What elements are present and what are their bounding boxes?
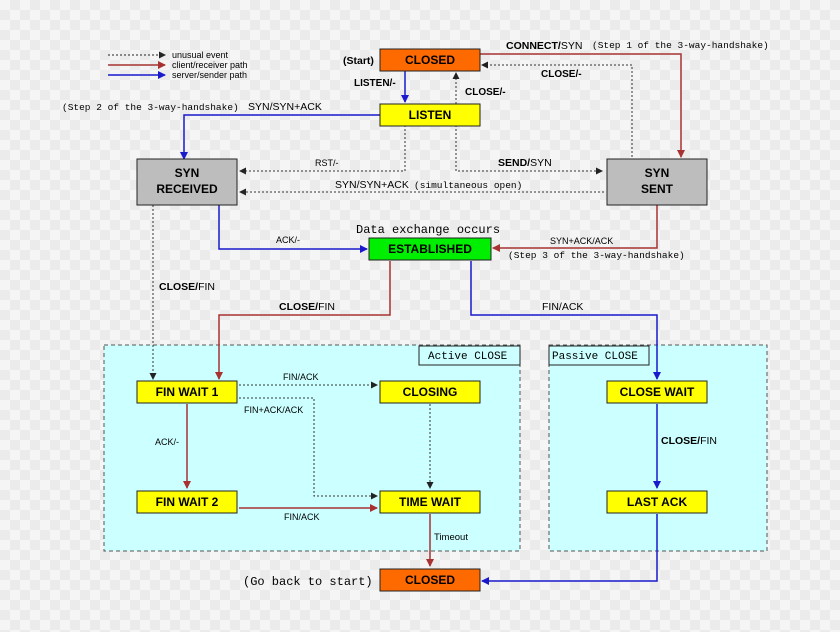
- state-closed-top: CLOSED: [379, 48, 481, 72]
- simultaneous-annotation: (simultaneous open): [414, 180, 522, 191]
- state-established-label: ESTABLISHED: [388, 242, 472, 256]
- state-time-wait: TIME WAIT: [379, 490, 481, 514]
- legend: unusual event client/receiver path serve…: [108, 50, 248, 80]
- label-connect-syn: CONNECT/SYN: [506, 40, 582, 52]
- legend-unusual-label: unusual event: [172, 50, 229, 60]
- label-close-fin-cw: CLOSE/FIN: [661, 435, 717, 447]
- state-closed-bottom-label: CLOSED: [405, 573, 455, 587]
- label-finack-ack: FIN+ACK/ACK: [244, 405, 303, 415]
- passive-close-label: Passive CLOSE: [552, 351, 638, 363]
- legend-server-label: server/sender path: [172, 70, 247, 80]
- arrow-close-fin-est: [215, 261, 391, 380]
- data-exchange-annotation: Data exchange occurs: [356, 223, 500, 237]
- label-fin-ack-est: FIN/ACK: [542, 301, 583, 313]
- label-fin-ack-fw1: FIN/ACK: [283, 372, 319, 382]
- label-close-fin-est: CLOSE/FIN: [279, 301, 335, 313]
- label-send-syn: SEND/SYN: [498, 157, 552, 169]
- state-syn-received-line2: RECEIVED: [156, 182, 218, 196]
- label-simultaneous: SYN/SYN+ACK: [335, 179, 409, 191]
- state-close-wait-label: CLOSE WAIT: [620, 385, 695, 399]
- state-closed-top-label: CLOSED: [405, 53, 455, 67]
- state-fin-wait-2: FIN WAIT 2: [136, 490, 238, 514]
- state-fin-wait-1: FIN WAIT 1: [136, 380, 238, 404]
- label-fin-ack-fw2: FIN/ACK: [284, 512, 320, 522]
- state-syn-sent: SYN SENT: [606, 158, 708, 206]
- state-syn-sent-line1: SYN: [645, 166, 670, 180]
- state-syn-received-line1: SYN: [175, 166, 200, 180]
- go-back-annotation: (Go back to start): [243, 575, 373, 589]
- passive-close-zone: Passive CLOSE: [548, 344, 768, 552]
- state-listen-label: LISTEN: [409, 108, 452, 122]
- arrow-syn-synack: [180, 114, 380, 160]
- arrow-connect-syn: [480, 53, 685, 158]
- step1-annotation: (Step 1 of the 3-way-handshake): [592, 40, 769, 51]
- state-listen: LISTEN: [379, 103, 481, 127]
- state-closing-label: CLOSING: [403, 385, 458, 399]
- label-listen: LISTEN/-: [354, 78, 396, 89]
- legend-client-label: client/receiver path: [172, 60, 248, 70]
- state-time-wait-label: TIME WAIT: [399, 495, 462, 509]
- arrow-finack-ack: [239, 397, 378, 500]
- arrow-fin-ack-est: [470, 261, 661, 380]
- arrow-ack: [218, 205, 368, 253]
- state-fin-wait-1-label: FIN WAIT 1: [156, 385, 219, 399]
- state-syn-received: SYN RECEIVED: [136, 158, 238, 206]
- active-close-zone: Active CLOSE: [103, 344, 521, 552]
- label-timeout: Timeout: [434, 532, 468, 543]
- active-close-label: Active CLOSE: [428, 351, 508, 363]
- state-closed-bottom: CLOSED: [379, 568, 481, 592]
- arrow-rst: [239, 125, 406, 175]
- step2-annotation: (Step 2 of the 3-way-handshake): [62, 102, 239, 113]
- arrow-close-synsent: [481, 61, 633, 157]
- arrow-synack-ack: [492, 205, 658, 252]
- arrow-send-syn: [455, 125, 603, 175]
- state-last-ack-label: LAST ACK: [627, 495, 688, 509]
- label-rst: RST/-: [315, 158, 339, 168]
- state-fin-wait-2-label: FIN WAIT 2: [156, 495, 219, 509]
- state-close-wait: CLOSE WAIT: [606, 380, 708, 404]
- label-close-synsent: CLOSE/-: [541, 69, 582, 80]
- label-ack: ACK/-: [276, 235, 300, 245]
- state-last-ack: LAST ACK: [606, 490, 708, 514]
- label-close-fin-synrcvd: CLOSE/FIN: [159, 281, 215, 293]
- label-synack-ack: SYN+ACK/ACK: [550, 236, 613, 246]
- start-annotation: (Start): [343, 55, 374, 67]
- label-ack-fw1: ACK/-: [155, 437, 179, 447]
- state-established: ESTABLISHED: [368, 237, 492, 261]
- step3-annotation: (Step 3 of the 3-way-handshake): [508, 250, 685, 261]
- arrow-lastack-closed: [481, 514, 658, 585]
- state-closing: CLOSING: [379, 380, 481, 404]
- state-syn-sent-line2: SENT: [641, 182, 674, 196]
- label-syn-synack: SYN/SYN+ACK: [248, 101, 322, 113]
- label-close-listen: CLOSE/-: [465, 87, 506, 98]
